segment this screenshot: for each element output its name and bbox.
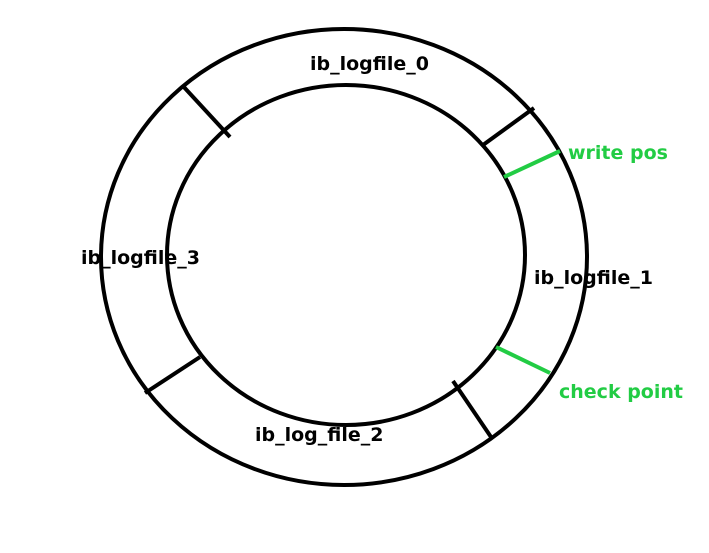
segment-label-3: ib_logfile_3	[81, 247, 200, 269]
segment-label-1: ib_logfile_1	[534, 267, 653, 289]
divider-bottom-right	[451, 379, 493, 439]
inner-ring	[165, 83, 527, 427]
divider-bottom-left	[143, 355, 202, 395]
divider-top-right	[481, 106, 536, 147]
check-point-label: check point	[559, 381, 683, 403]
divider-top-left	[180, 83, 232, 139]
segment-label-2: ib_log_file_2	[255, 424, 383, 446]
outer-ring	[99, 27, 589, 487]
write-pos-marker	[503, 149, 561, 179]
segment-label-0: ib_logfile_0	[310, 53, 429, 75]
write-pos-label: write pos	[568, 142, 668, 164]
check-point-marker	[495, 345, 551, 375]
